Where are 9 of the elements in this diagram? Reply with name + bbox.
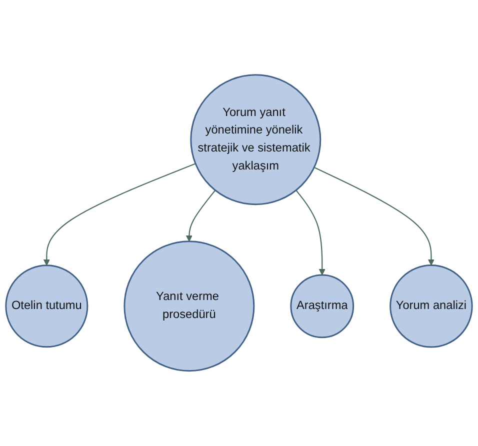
- arrow: [296, 190, 326, 276]
- node-circle: Otelin tutumu: [5, 264, 88, 348]
- arrow: [43, 163, 196, 266]
- node-circle: Yanıt verme prosedürü: [124, 240, 255, 372]
- node-circle: Araştırma: [290, 274, 354, 338]
- arrow: [314, 166, 434, 266]
- arrow: [186, 190, 216, 242]
- node-circle: Yorum yanıt yönetimine yönelik stratejik ve sistematik yaklaşım: [190, 74, 322, 206]
- node-circle: Yorum analizi: [390, 264, 473, 348]
